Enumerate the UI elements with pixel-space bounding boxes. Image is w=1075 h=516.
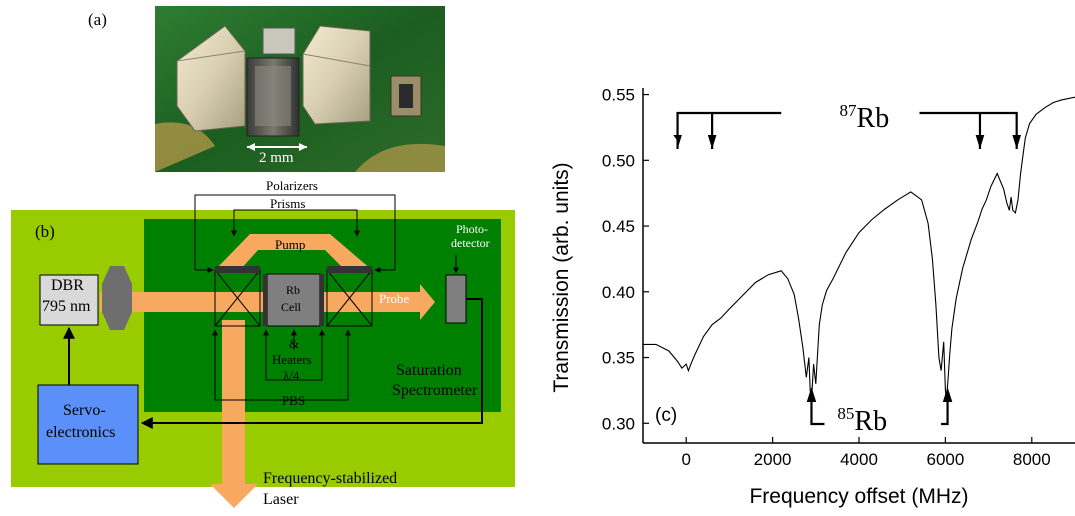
rb87-bracket-left xyxy=(676,111,782,149)
dbr-label-line2: 795 nm xyxy=(42,298,91,315)
dbr-label-line1: DBR xyxy=(51,277,84,294)
top-chip xyxy=(262,27,296,55)
rb87-arrow-1 xyxy=(673,135,682,149)
y-tick-label: 0.55 xyxy=(602,86,635,105)
rb-cell-line2: Cell xyxy=(281,300,301,314)
rb87-label: 87Rb xyxy=(840,101,890,134)
heaters-label: Heaters xyxy=(272,352,312,367)
device-photo xyxy=(155,6,445,172)
servo-electronics xyxy=(37,384,139,465)
lambda4-label: λ/4 xyxy=(283,368,300,383)
x-tick-label: 0 xyxy=(681,450,690,469)
heaters-ampersand: & xyxy=(289,336,300,351)
rb85-label: 85Rb xyxy=(837,404,887,437)
photodetector-chip xyxy=(390,75,422,117)
rb85-arrow-2 xyxy=(942,387,953,402)
output-beam xyxy=(210,320,258,508)
saturation-label-line2: Spectrometer xyxy=(392,382,478,399)
gold-pad-right xyxy=(355,143,445,172)
rb85-bracket-left xyxy=(810,394,825,426)
pbs-label: PBS xyxy=(282,393,306,408)
x-tick-label: 6000 xyxy=(926,450,964,469)
gold-pad-left xyxy=(155,122,215,172)
dbr-laser xyxy=(39,274,99,326)
y-tick-label: 0.35 xyxy=(602,349,635,368)
output-label-line2: Laser xyxy=(263,491,299,508)
rb87-arrow-3 xyxy=(975,135,985,149)
photodetector-label-line2: detector xyxy=(451,236,490,250)
rb-cell-box xyxy=(266,273,321,327)
photodetector-label-line1: Photo- xyxy=(456,222,489,236)
probe-label: Probe xyxy=(379,291,410,306)
y-axis-label: Transmission (arb. units) xyxy=(550,162,573,392)
saturation-label-line1: Saturation xyxy=(396,362,462,379)
rb87-arrow-2 xyxy=(707,135,717,149)
transmission-line xyxy=(643,96,1075,400)
lens xyxy=(102,266,132,330)
x-axis-label: Frequency offset (MHz) xyxy=(749,485,968,508)
panel-b-label: (b) xyxy=(35,222,55,241)
pump-beam xyxy=(215,234,372,270)
panel-c-label: (c) xyxy=(655,405,677,426)
photodetector xyxy=(445,274,467,324)
scale-bar-label: 2 mm xyxy=(259,150,294,166)
x-tick-label: 8000 xyxy=(1013,450,1051,469)
polarizer-right xyxy=(327,266,372,273)
y-tick-label: 0.45 xyxy=(602,217,635,236)
polarizer-left xyxy=(215,266,260,273)
schematic xyxy=(11,194,515,508)
rb87-bracket-right xyxy=(919,111,1018,149)
polarizers-label: Polarizers xyxy=(266,178,318,193)
x-tick-label: 4000 xyxy=(840,450,878,469)
servo-label-line1: Servo- xyxy=(63,402,106,419)
left-prism xyxy=(176,25,246,132)
output-label-line1: Frequency-stabilized xyxy=(263,470,398,487)
rb87-arrow-4 xyxy=(1012,135,1021,149)
rb85-bracket-right xyxy=(941,394,949,426)
x-tick-label: 2000 xyxy=(754,450,792,469)
y-tick-label: 0.50 xyxy=(602,151,635,170)
pump-label: Pump xyxy=(275,237,306,252)
rb-cell-line1: Rb xyxy=(286,283,301,297)
y-tick-label: 0.30 xyxy=(602,414,635,433)
y-tick-label: 0.40 xyxy=(602,283,635,302)
servo-label-line2: electronics xyxy=(46,424,116,441)
right-prism xyxy=(302,25,371,125)
transmission-chart: 0.30 0.35 0.40 0.45 0.50 0.55 0 2000 4000 6000 800… xyxy=(550,86,1075,508)
rb85-arrow-1 xyxy=(806,387,817,402)
panel-a-label: (a) xyxy=(88,10,107,29)
prisms-label: Prisms xyxy=(270,196,306,211)
